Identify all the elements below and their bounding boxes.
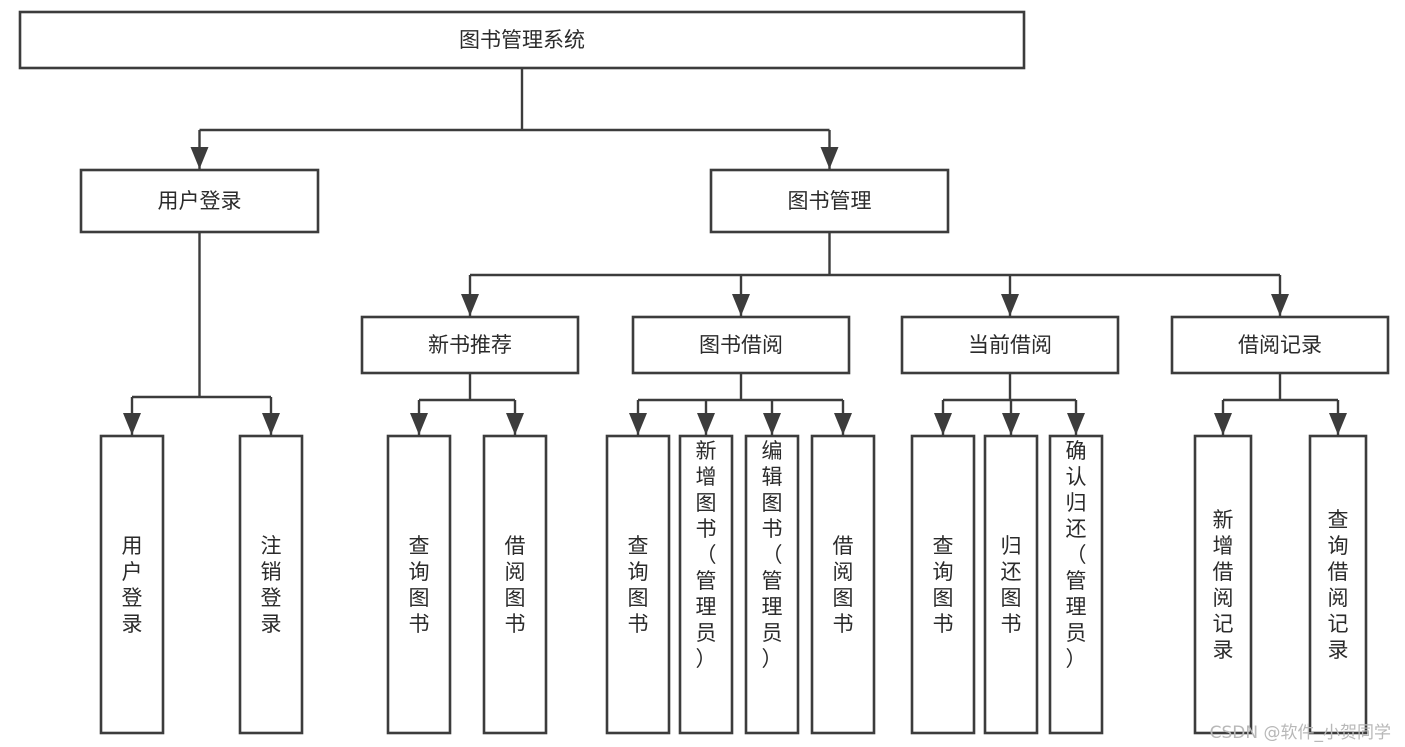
arrow-head-icon bbox=[629, 413, 647, 435]
arrow-head-icon bbox=[697, 413, 715, 435]
connector-lines-layer bbox=[123, 68, 1347, 435]
node-rect bbox=[386, 434, 452, 735]
arrow-head-icon bbox=[834, 413, 852, 435]
leaf-node-借阅图书-3[interactable]: 借阅图书 bbox=[482, 434, 548, 735]
leaf-node-编辑图书管理员-6[interactable]: 编辑图书（管理员） bbox=[744, 434, 800, 735]
node-label: 注销登录 bbox=[261, 534, 282, 636]
node-rect bbox=[79, 168, 320, 234]
node-rect bbox=[238, 434, 304, 735]
node-label: 归还图书 bbox=[1001, 534, 1022, 636]
arrow-head-icon bbox=[1271, 294, 1289, 316]
node-label: 借阅图书 bbox=[505, 534, 526, 636]
node-rect bbox=[605, 434, 671, 735]
node-label: 新增借阅记录 bbox=[1213, 508, 1234, 662]
node-rect bbox=[983, 434, 1039, 735]
node-rect bbox=[631, 315, 851, 375]
leaf-node-归还图书-9[interactable]: 归还图书 bbox=[983, 434, 1039, 735]
node-label: 查询图书 bbox=[628, 534, 649, 636]
leaf-node-新增借阅记录-11[interactable]: 新增借阅记录 bbox=[1193, 434, 1253, 735]
node-rect bbox=[1308, 434, 1368, 735]
node-rect bbox=[360, 315, 580, 375]
node-rect bbox=[744, 434, 800, 735]
arrow-head-icon bbox=[1329, 413, 1347, 435]
arrow-head-icon bbox=[763, 413, 781, 435]
node-rect bbox=[810, 434, 876, 735]
leaf-node-确认归还管理员-10[interactable]: 确认归还（管理员） bbox=[1048, 434, 1104, 735]
leaf-node-查询借阅记录-12[interactable]: 查询借阅记录 bbox=[1308, 434, 1368, 735]
node-label: 用户登录 bbox=[158, 189, 242, 213]
leaf-node-注销登录-1[interactable]: 注销登录 bbox=[238, 434, 304, 735]
node-rect bbox=[709, 168, 950, 234]
leaf-node-查询图书-2[interactable]: 查询图书 bbox=[386, 434, 452, 735]
arrow-head-icon bbox=[1067, 413, 1085, 435]
arrow-head-icon bbox=[1002, 413, 1020, 435]
level3-node-当前借阅-2[interactable]: 当前借阅 bbox=[900, 315, 1120, 375]
node-rect bbox=[482, 434, 548, 735]
node-label: 借阅记录 bbox=[1238, 333, 1322, 357]
level2-node-用户登录-0[interactable]: 用户登录 bbox=[79, 168, 320, 234]
node-label: 图书管理系统 bbox=[459, 28, 585, 52]
node-label: 当前借阅 bbox=[968, 333, 1052, 357]
arrow-head-icon bbox=[410, 413, 428, 435]
arrow-head-icon bbox=[461, 294, 479, 316]
node-label: 借阅图书 bbox=[833, 534, 854, 636]
node-rect bbox=[910, 434, 976, 735]
node-label: 查询图书 bbox=[933, 534, 954, 636]
level3-node-图书借阅-1[interactable]: 图书借阅 bbox=[631, 315, 851, 375]
node-rect bbox=[18, 10, 1026, 70]
arrow-head-icon bbox=[1001, 294, 1019, 316]
node-rect bbox=[900, 315, 1120, 375]
leaf-node-借阅图书-7[interactable]: 借阅图书 bbox=[810, 434, 876, 735]
leaf-node-查询图书-4[interactable]: 查询图书 bbox=[605, 434, 671, 735]
node-label: 查询图书 bbox=[409, 534, 430, 636]
arrow-head-icon bbox=[123, 413, 141, 435]
level3-node-新书推荐-0[interactable]: 新书推荐 bbox=[360, 315, 580, 375]
node-rect bbox=[1193, 434, 1253, 735]
node-boxes-layer: 图书管理系统用户登录图书管理新书推荐图书借阅当前借阅借阅记录用户登录注销登录查询… bbox=[18, 10, 1390, 735]
leaf-node-用户登录-0[interactable]: 用户登录 bbox=[99, 434, 165, 735]
arrow-head-icon bbox=[190, 147, 209, 169]
level2-node-图书管理-1[interactable]: 图书管理 bbox=[709, 168, 950, 234]
arrow-head-icon bbox=[1214, 413, 1232, 435]
arrow-head-icon bbox=[934, 413, 952, 435]
level3-node-借阅记录-3[interactable]: 借阅记录 bbox=[1170, 315, 1390, 375]
node-label: 新增图书（管理员） bbox=[696, 439, 717, 671]
arrow-head-icon bbox=[732, 294, 750, 316]
root-node-图书管理系统[interactable]: 图书管理系统 bbox=[18, 10, 1026, 70]
node-label: 新书推荐 bbox=[428, 333, 512, 357]
node-label: 图书管理 bbox=[788, 189, 872, 213]
leaf-node-查询图书-8[interactable]: 查询图书 bbox=[910, 434, 976, 735]
arrow-head-icon bbox=[506, 413, 524, 435]
node-label: 图书借阅 bbox=[699, 333, 783, 357]
arrow-head-icon bbox=[820, 147, 839, 169]
arrow-head-icon bbox=[262, 413, 280, 435]
node-rect bbox=[1170, 315, 1390, 375]
node-rect bbox=[1048, 434, 1104, 735]
node-rect bbox=[99, 434, 165, 735]
leaf-node-新增图书管理员-5[interactable]: 新增图书（管理员） bbox=[678, 434, 734, 735]
node-label: 确认归还（管理员） bbox=[1066, 439, 1087, 671]
node-rect bbox=[678, 434, 734, 735]
node-label: 编辑图书（管理员） bbox=[762, 439, 783, 671]
node-label: 用户登录 bbox=[122, 534, 143, 636]
node-label: 查询借阅记录 bbox=[1328, 508, 1349, 662]
